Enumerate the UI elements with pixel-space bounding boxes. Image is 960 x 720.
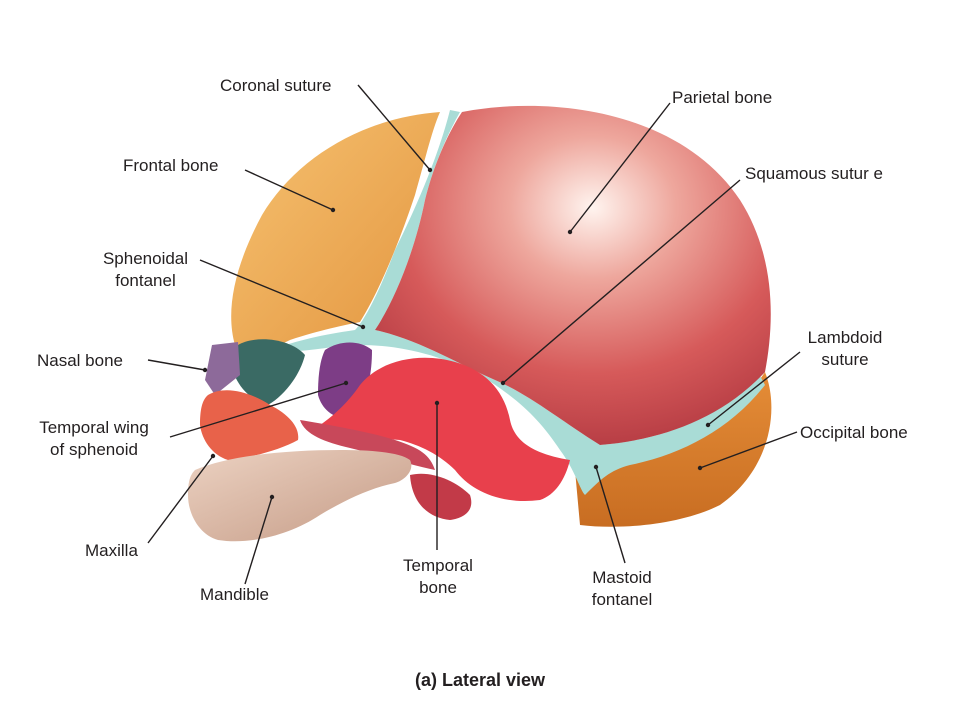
frontal-bone-shape <box>231 112 440 351</box>
label-sphenoidal-fontanel: Sphenoidal fontanel <box>102 249 189 290</box>
dot-maxilla <box>210 453 216 459</box>
leader-mandible <box>244 496 273 585</box>
label-mandible: Mandible <box>200 585 269 604</box>
label-temporal-bone: Temporal bone <box>403 556 473 597</box>
dot-sphenoidal <box>360 324 366 330</box>
dot-mandible <box>269 494 275 500</box>
dot-squamous <box>500 380 506 386</box>
leader-lambdoid <box>707 351 801 426</box>
orbit-shape <box>232 339 305 405</box>
leader-parietal <box>569 102 671 233</box>
dot-occipital <box>697 465 703 471</box>
label-parietal-bone: Parietal bone <box>672 88 773 107</box>
mastoid-shape <box>410 473 472 520</box>
leader-temporal-wing <box>169 382 347 438</box>
label-temporal-wing-of-sphenoid: Temporal wing of sphenoid <box>39 418 149 459</box>
leader-nasal <box>147 359 206 371</box>
label-lambdoid-suture: Lambdoid suture <box>807 328 883 369</box>
dot-parietal <box>567 229 573 235</box>
leader-coronal <box>357 84 431 171</box>
dot-coronal <box>427 167 433 173</box>
nasal-bone-shape <box>205 342 240 395</box>
leader-lines <box>147 84 801 585</box>
figure-caption: (a) Lateral view <box>414 670 546 690</box>
dot-temporal-bone <box>434 400 440 406</box>
leader-mastoid <box>595 466 626 564</box>
label-maxilla: Maxilla <box>85 541 138 560</box>
leader-maxilla <box>147 455 214 544</box>
dot-nasal <box>202 367 208 373</box>
leader-dots <box>202 167 711 500</box>
dot-lambdoid <box>705 422 711 428</box>
temporal-bone-shape <box>320 357 570 501</box>
mandible-shape <box>188 450 412 542</box>
label-frontal-bone: Frontal bone <box>123 156 219 175</box>
leader-frontal <box>244 169 334 211</box>
leader-occipital <box>699 431 798 469</box>
maxilla-shape <box>200 390 299 460</box>
dot-temporal-wing <box>343 380 349 386</box>
label-mastoid-fontanel: Mastoid fontanel <box>591 568 653 609</box>
leader-sphenoidal <box>199 259 364 328</box>
leader-squamous <box>502 179 741 384</box>
label-occipital-bone: Occipital bone <box>800 423 908 442</box>
label-coronal-suture: Coronal suture <box>220 76 332 95</box>
dot-mastoid <box>593 464 599 470</box>
parietal-bone-shape <box>375 105 771 445</box>
label-squamous-suture: Squamous sutur e <box>745 164 883 183</box>
dot-frontal <box>330 207 336 213</box>
label-nasal-bone: Nasal bone <box>37 351 124 370</box>
